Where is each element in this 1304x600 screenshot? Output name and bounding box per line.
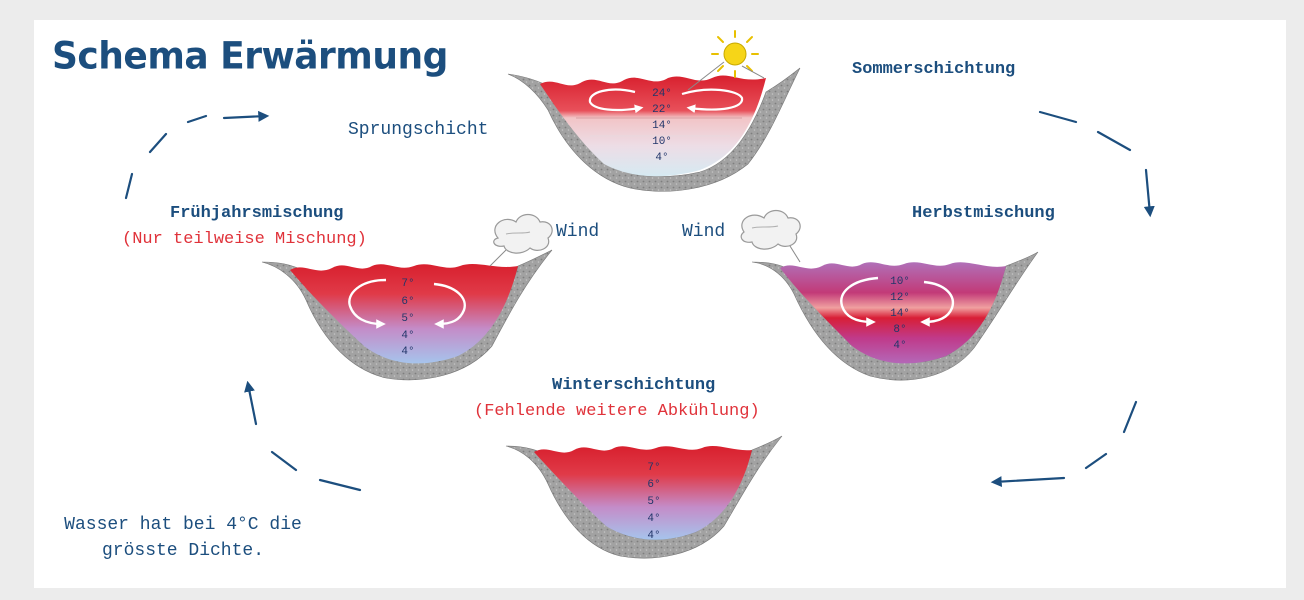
arrow-summer-to-autumn (1040, 112, 1150, 214)
spring-temp-5: 4° (388, 344, 428, 360)
arrow-autumn-to-winter (994, 402, 1136, 482)
spring-wind-label: Wind (556, 222, 599, 242)
summer-temp-1: 24° (642, 86, 682, 102)
summer-temp-4: 10° (642, 134, 682, 150)
summer-temp-3: 14° (642, 118, 682, 134)
spring-temp-3: 5° (388, 311, 428, 327)
autumn-wind-cloud-icon (741, 211, 800, 263)
spring-label: Frühjahrsmischung (170, 204, 343, 223)
autumn-label: Herbstmischung (912, 204, 1055, 223)
winter-temp-4: 4° (634, 511, 674, 527)
summer-temp-2: 22° (642, 102, 682, 118)
autumn-temp-3: 14° (880, 306, 920, 322)
autumn-temp-1: 10° (880, 274, 920, 290)
winter-temp-3: 5° (634, 494, 674, 510)
winter-label: Winterschichtung (552, 376, 715, 395)
summer-temp-5: 4° (642, 150, 682, 166)
autumn-temp-2: 12° (880, 290, 920, 306)
winter-temp-2: 6° (634, 477, 674, 493)
autumn-temp-4: 8° (880, 322, 920, 338)
arrow-winter-to-spring (248, 384, 360, 490)
page-title: Schema Erwärmung (52, 35, 448, 78)
arrow-spring-to-summer (126, 116, 266, 198)
summer-label: Sommerschichtung (852, 60, 1015, 79)
autumn-temp-5: 4° (880, 338, 920, 354)
density-note: Wasser hat bei 4°C die grösste Dichte. (58, 512, 308, 564)
density-note-line-2: grösste Dichte. (58, 538, 308, 564)
winter-temp-5: 4° (634, 528, 674, 544)
winter-temp-1: 7° (634, 460, 674, 476)
autumn-wind-label: Wind (682, 222, 725, 242)
spring-temp-1: 7° (388, 276, 428, 292)
winter-sublabel: (Fehlende weitere Abkühlung) (474, 402, 760, 421)
thermocline-label: Sprungschicht (348, 120, 488, 140)
spring-temp-4: 4° (388, 328, 428, 344)
density-note-line-1: Wasser hat bei 4°C die (58, 512, 308, 538)
spring-temp-2: 6° (388, 294, 428, 310)
spring-sublabel: (Nur teilweise Mischung) (122, 230, 367, 249)
